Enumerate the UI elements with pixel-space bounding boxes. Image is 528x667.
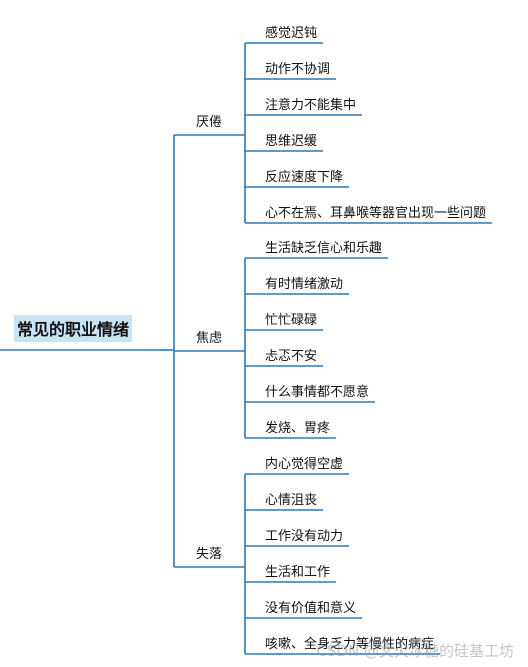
leaf-node: 没有价值和意义 — [265, 601, 357, 616]
leaf-node: 生活和工作 — [265, 565, 331, 580]
leaf-node: 有时情绪激动 — [265, 277, 344, 292]
leaf-node: 发烧、胃疼 — [265, 421, 331, 436]
leaf-node: 心情沮丧 — [265, 493, 318, 508]
leaf-node: 动作不协调 — [265, 62, 331, 77]
leaf-node: 忐忑不安 — [265, 349, 318, 364]
watermark: CSDN @文火冰糖的硅基工坊 — [316, 642, 514, 660]
leaf-node: 思维迟缓 — [265, 134, 318, 149]
leaf-node: 反应速度下降 — [265, 170, 344, 185]
leaf-node: 咳嗽、全身乏力等慢性的病症 — [265, 637, 435, 652]
leaf-node: 心不在焉、耳鼻喉等器官出现一些问题 — [265, 206, 487, 221]
branch-node-失落: 失落 — [196, 547, 223, 562]
root-node: 常见的职业情绪 — [14, 315, 133, 342]
leaf-node: 内心觉得空虚 — [265, 457, 344, 472]
leaf-node: 什么事情都不愿意 — [265, 385, 370, 400]
leaf-node: 工作没有动力 — [265, 529, 344, 544]
branch-node-厌倦: 厌倦 — [196, 115, 223, 130]
branch-node-焦虑: 焦虑 — [196, 331, 223, 346]
leaf-node: 生活缺乏信心和乐趣 — [265, 241, 383, 256]
leaf-node: 忙忙碌碌 — [265, 313, 318, 328]
leaf-node: 感觉迟钝 — [265, 26, 318, 41]
leaf-node: 注意力不能集中 — [265, 98, 357, 113]
